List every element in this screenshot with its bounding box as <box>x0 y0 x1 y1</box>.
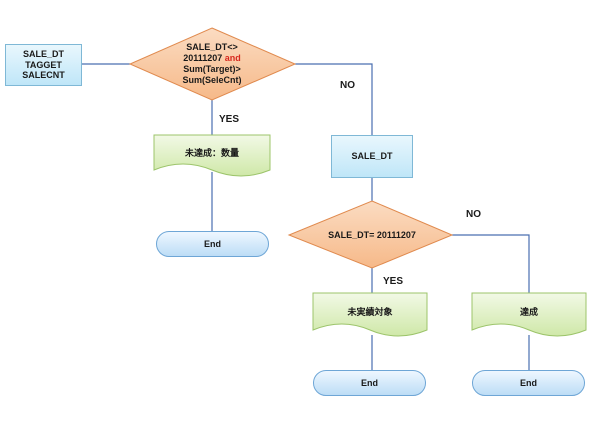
end-terminal-1[interactable]: End <box>156 231 269 257</box>
input-fields-label: SALE_DT TAGGET SALECNT <box>22 49 65 81</box>
decision-1-line4: Sum(SeleCnt) <box>182 74 242 85</box>
end-terminal-3[interactable]: End <box>472 370 585 396</box>
decision-1-line1: SALE_DT<> <box>186 42 238 53</box>
connector-d2-no <box>452 234 530 293</box>
achieved-document[interactable]: 達成 <box>472 293 586 331</box>
decision-2-text: SALE_DT= 20111207 <box>322 218 422 252</box>
unachieved-qty-label: 未達成：数量 <box>184 147 239 158</box>
sale-dt-box[interactable]: SALE_DT <box>331 135 413 178</box>
edge-label-d2-yes: YES <box>383 276 404 287</box>
not-target-document[interactable]: 未実績対象 <box>313 293 427 331</box>
decision-1-date: 20111207 <box>183 53 223 64</box>
decision-1-line2: 20111207 and <box>182 53 241 64</box>
end-terminal-1-label: End <box>204 238 221 249</box>
decision-diamond-1 <box>128 27 297 101</box>
edge-label-d2-no: NO <box>466 209 481 220</box>
document-shape-2 <box>312 292 428 337</box>
decision-2-label: SALE_DT= 20111207 <box>328 229 416 240</box>
unachieved-qty-document[interactable]: 未達成：数量 <box>154 135 270 171</box>
edge-label-d1-yes: YES <box>219 114 240 125</box>
achieved-label: 達成 <box>519 306 538 317</box>
end-terminal-3-label: End <box>520 377 537 388</box>
decision-diamond-2 <box>287 200 454 269</box>
document-shape-1 <box>153 134 271 177</box>
decision-1-and: and <box>224 53 241 64</box>
decision-1-text: SALE_DT<> 20111207 and Sum(Target)> Sum(… <box>160 36 264 92</box>
document-shape-3 <box>471 292 587 337</box>
end-terminal-2-label: End <box>361 377 378 388</box>
end-terminal-2[interactable]: End <box>313 370 426 396</box>
connector-d1-no <box>295 63 373 135</box>
input-fields-box[interactable]: SALE_DT TAGGET SALECNT <box>5 44 82 86</box>
sale-dt-label: SALE_DT <box>351 151 393 162</box>
decision-1-line3: Sum(Target)> <box>183 64 241 74</box>
edge-label-d1-no: NO <box>340 80 355 91</box>
not-target-label: 未実績対象 <box>347 306 393 317</box>
